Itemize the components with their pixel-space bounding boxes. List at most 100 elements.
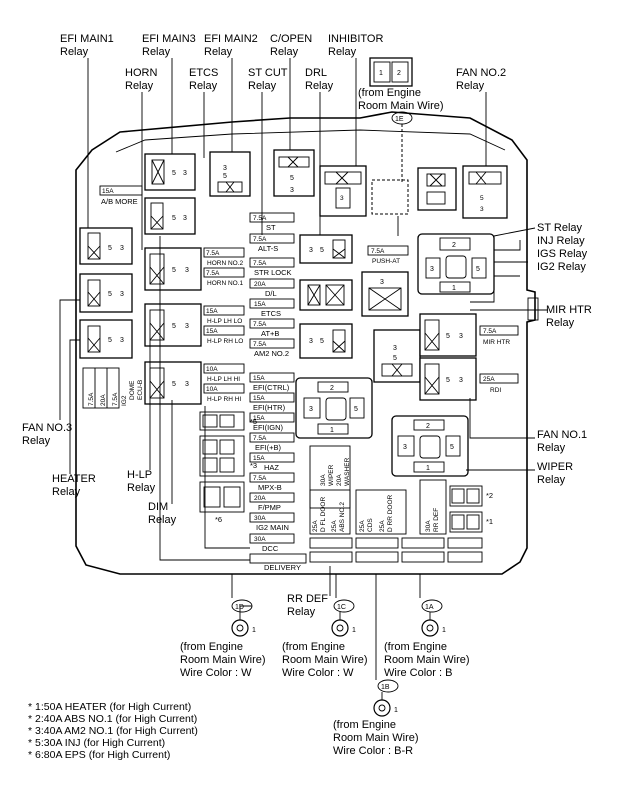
left-leaders <box>59 299 173 504</box>
hlp-relay: 5 3 <box>144 303 202 347</box>
fuse-mir-htr: 7.5A MIR HTR <box>479 325 519 346</box>
label-hlp: H-LP Relay <box>127 469 156 494</box>
svg-text:ETCS: ETCS <box>261 309 281 318</box>
vertical-fuses-left: 7.5A 20A 7.5A IG2 DOME ECU-B <box>82 367 144 409</box>
svg-text:15A: 15A <box>253 455 265 462</box>
svg-text:DRL: DRL <box>305 67 327 79</box>
svg-text:MPX-B: MPX-B <box>258 483 282 492</box>
svg-text:7.5A: 7.5A <box>253 321 267 328</box>
svg-text:FAN NO.2: FAN NO.2 <box>456 67 506 79</box>
svg-text:IG2 MAIN: IG2 MAIN <box>256 523 289 532</box>
svg-text:ABS NO.2: ABS NO.2 <box>339 502 346 532</box>
svg-text:7.5A: 7.5A <box>112 392 119 406</box>
svg-text:10A: 10A <box>206 366 218 373</box>
svg-text:Relay: Relay <box>546 317 575 329</box>
svg-text:WIPER: WIPER <box>537 461 573 473</box>
label-etcs: ETCS Relay <box>189 67 218 92</box>
svg-text:(from Engine: (from Engine <box>384 641 447 653</box>
svg-text:3: 3 <box>403 444 407 451</box>
svg-text:5: 5 <box>480 195 484 202</box>
svg-text:25A: 25A <box>359 520 366 532</box>
svg-text:CDS: CDS <box>367 518 374 532</box>
svg-text:Relay: Relay <box>305 80 334 92</box>
svg-text:Relay: Relay <box>204 46 233 58</box>
svg-text:H-LP LH LO: H-LP LH LO <box>207 318 242 325</box>
svg-text:15A: 15A <box>206 308 218 315</box>
connector-1c: 1C 1 (from Engine Room Main Wire) Wire C… <box>282 574 368 679</box>
label-inj-relay: INJ Relay <box>537 235 585 247</box>
svg-text:1: 1 <box>394 707 398 714</box>
svg-text:3: 3 <box>309 406 313 413</box>
svg-text:ST: ST <box>266 223 276 232</box>
svg-text:*2: *2 <box>486 491 493 500</box>
st-cut-relay: 3 5 <box>299 234 353 264</box>
svg-text:1C: 1C <box>337 604 346 611</box>
svg-text:3: 3 <box>459 377 463 384</box>
svg-text:IG2: IG2 <box>121 395 128 406</box>
fuse-rdi: 25A RDI <box>479 373 519 394</box>
relay-rdi: 5 3 <box>419 357 477 401</box>
svg-text:7.5A: 7.5A <box>371 248 385 255</box>
svg-text:EFI(CTRL): EFI(CTRL) <box>253 383 290 392</box>
label-inhibitor: INHIBITOR Relay <box>328 33 383 58</box>
svg-text:5: 5 <box>476 266 480 273</box>
svg-text:20A: 20A <box>254 495 266 502</box>
label-st-cut: ST CUT Relay <box>248 67 288 92</box>
svg-text:EFI MAIN2: EFI MAIN2 <box>204 33 258 45</box>
svg-text:Relay: Relay <box>52 486 81 498</box>
svg-text:AM2 NO.2: AM2 NO.2 <box>254 349 289 358</box>
label-drl: DRL Relay <box>305 67 334 92</box>
svg-text:5: 5 <box>320 247 324 254</box>
svg-text:5: 5 <box>108 337 112 344</box>
svg-text:5: 5 <box>354 406 358 413</box>
svg-text:ST CUT: ST CUT <box>248 67 288 79</box>
svg-text:1: 1 <box>452 285 456 292</box>
svg-text:5: 5 <box>172 381 176 388</box>
svg-text:1A: 1A <box>425 604 434 611</box>
svg-text:WIPER: WIPER <box>328 464 335 486</box>
label-horn: HORN Relay <box>125 67 157 92</box>
svg-text:Relay: Relay <box>60 46 89 58</box>
svg-text:HORN: HORN <box>125 67 157 79</box>
svg-text:A/B MORE: A/B MORE <box>101 197 138 206</box>
svg-text:Wire Color : B: Wire Color : B <box>384 667 452 679</box>
svg-text:DIM: DIM <box>148 501 168 513</box>
svg-text:(from Engine: (from Engine <box>358 87 421 99</box>
svg-text:3: 3 <box>120 245 124 252</box>
label-rr-def: RR DEF Relay <box>287 566 331 618</box>
label-heater: HEATER Relay <box>52 473 96 498</box>
svg-text:D FL DOOR: D FL DOOR <box>320 497 327 532</box>
svg-text:25A: 25A <box>331 520 338 532</box>
mir-htr-relay: 5 3 <box>419 313 477 357</box>
svg-text:(from Engine: (from Engine <box>282 641 345 653</box>
svg-text:H-LP: H-LP <box>127 469 152 481</box>
svg-text:EFI MAIN3: EFI MAIN3 <box>142 33 196 45</box>
internal-wiring <box>159 216 528 561</box>
svg-text:3: 3 <box>393 345 397 352</box>
svg-text:1B: 1B <box>381 684 390 691</box>
svg-text:ALT-S: ALT-S <box>258 244 278 253</box>
svg-text:Relay: Relay <box>127 482 156 494</box>
svg-text:1: 1 <box>330 427 334 434</box>
svg-text:30A: 30A <box>320 474 327 486</box>
fuse-column-center: 7.5A ST 7.5A ALT-S 7.5A STR LOCK 20A D/L… <box>249 212 307 572</box>
vertical-fuses-bottom: 25A D FL DOOR 25A ABS NO.2 30A WIPER 20A… <box>309 445 447 535</box>
svg-text:STR LOCK: STR LOCK <box>254 268 292 277</box>
svg-text:Room Main Wire): Room Main Wire) <box>333 732 419 744</box>
svg-text:EFI(IGN): EFI(IGN) <box>253 423 283 432</box>
svg-text:Wire Color : W: Wire Color : W <box>180 667 252 679</box>
svg-text:HAZ: HAZ <box>264 463 279 472</box>
high-current-fuses-right: *2 *1 <box>449 485 493 533</box>
connector-1b: 1B 1 (from Engine Room Main Wire) Wire C… <box>333 574 419 757</box>
svg-text:1: 1 <box>442 627 446 634</box>
svg-text:3: 3 <box>290 187 294 194</box>
svg-text:5: 5 <box>446 333 450 340</box>
svg-text:ETCS: ETCS <box>189 67 218 79</box>
svg-text:7.5A: 7.5A <box>88 392 95 406</box>
svg-text:1E: 1E <box>395 116 404 123</box>
svg-text:30A: 30A <box>254 515 266 522</box>
svg-text:* 2:40A ABS NO.1 (for High Cur: * 2:40A ABS NO.1 (for High Current) <box>28 713 197 725</box>
label-ig2-relay: IG2 Relay <box>537 261 586 273</box>
svg-text:5: 5 <box>450 444 454 451</box>
